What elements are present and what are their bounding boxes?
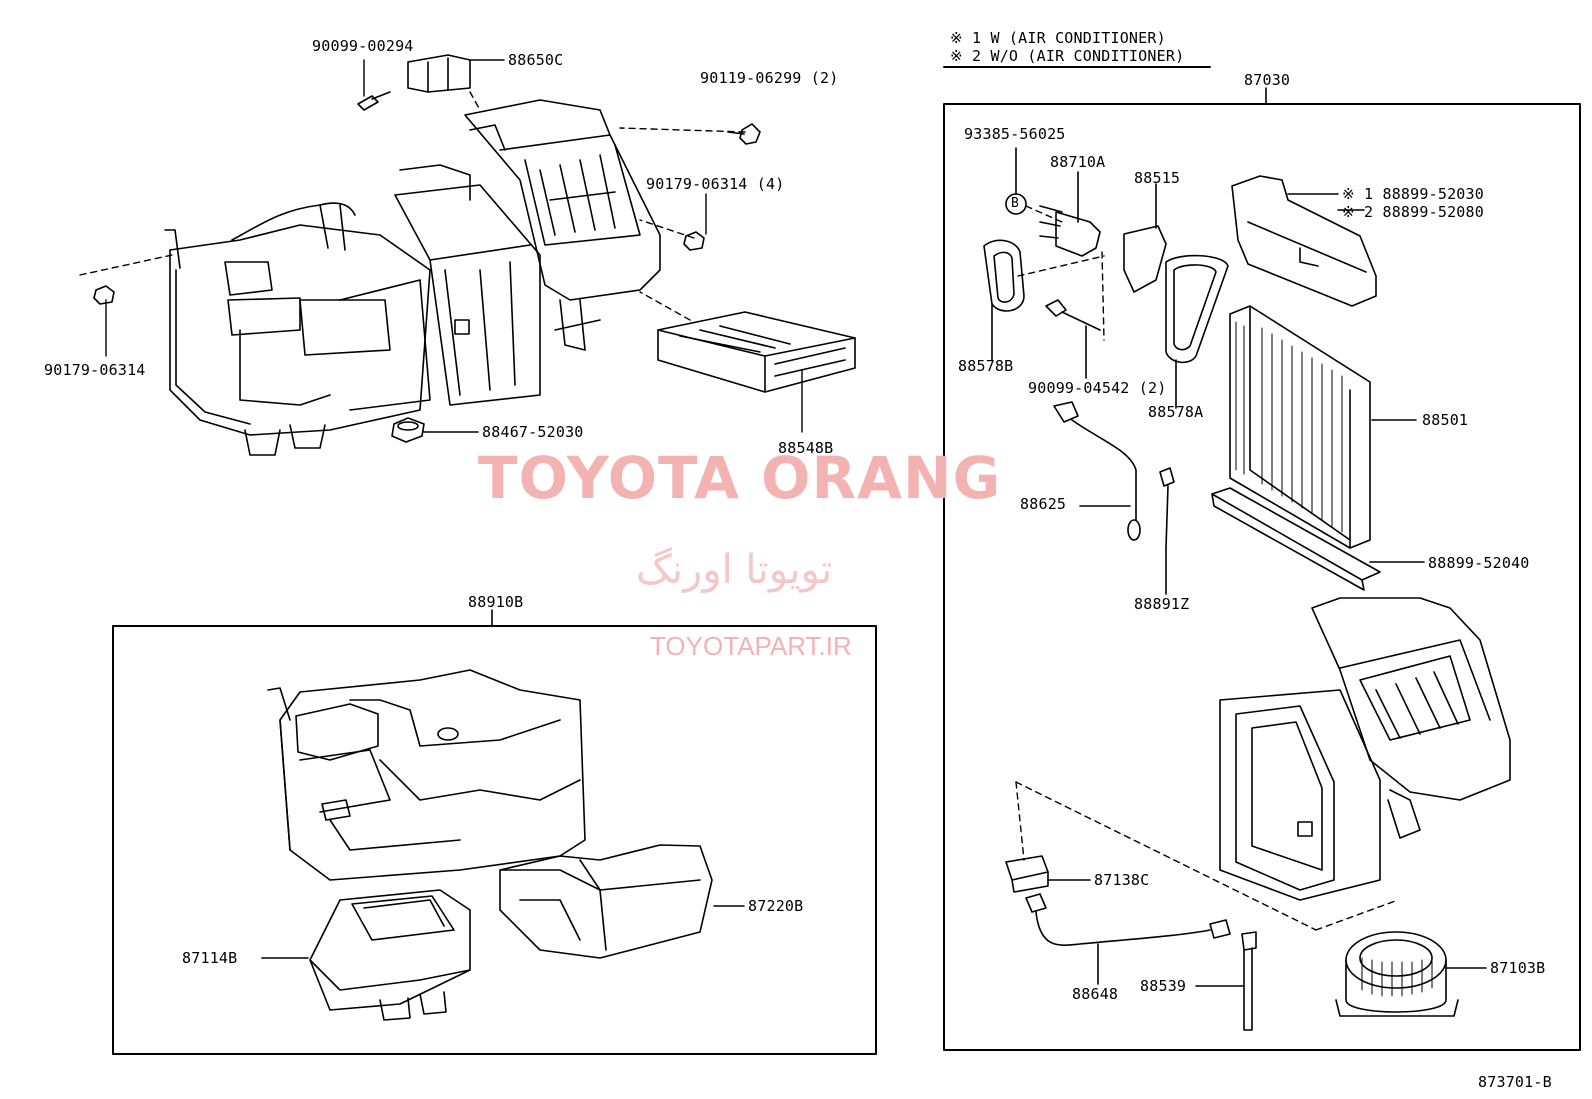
part-label-88899-52080: ※ 2 88899-52080 <box>1342 203 1484 221</box>
fasteners-drawing <box>93 91 761 443</box>
filter-88548b-drawing <box>657 311 856 393</box>
group-label-87030: 87030 <box>1244 71 1291 89</box>
callout-b: B <box>1011 196 1020 211</box>
clip-88650c-drawing <box>407 54 471 93</box>
part-label-90099-00294: 90099-00294 <box>312 37 414 55</box>
assembly-box-87030 <box>943 103 1581 1051</box>
top-left-dashed-leaders <box>79 91 746 321</box>
legend-note-with-ac: ※ 1 W (AIR CONDITIONER) <box>950 29 1166 47</box>
part-label-88891z: 88891Z <box>1134 595 1190 613</box>
diagram-code: 873701-B <box>1478 1073 1552 1091</box>
heater-unit-assembly-drawing <box>164 99 661 456</box>
part-label-88548b: 88548B <box>778 439 834 457</box>
right-box-components-drawing <box>983 147 1511 1031</box>
part-label-88625: 88625 <box>1020 495 1067 513</box>
part-label-87220b: 87220B <box>748 897 804 915</box>
part-label-88501: 88501 <box>1422 411 1469 429</box>
part-label-93385-56025: 93385-56025 <box>964 125 1066 143</box>
assembly-box-88910b <box>112 625 877 1055</box>
part-label-87103b: 87103B <box>1490 959 1546 977</box>
part-label-90099-04542: 90099-04542 (2) <box>1028 379 1167 397</box>
part-label-88515: 88515 <box>1134 169 1181 187</box>
right-box-dashed-leaders <box>1015 205 1399 931</box>
legend-note-without-ac: ※ 2 W/O (AIR CONDITIONER) <box>950 47 1185 65</box>
part-label-88578a: 88578A <box>1148 403 1204 421</box>
part-label-87138c: 87138C <box>1094 871 1150 889</box>
watermark-title: TOYOTA ORANG <box>478 444 1002 512</box>
part-label-88648: 88648 <box>1072 985 1119 1003</box>
part-label-88650c: 88650C <box>508 51 564 69</box>
part-label-90179-06314-4: 90179-06314 (4) <box>646 175 785 193</box>
watermark-persian: تویوتا اورنگ <box>636 547 833 593</box>
part-label-90119-06299: 90119-06299 (2) <box>700 69 839 87</box>
part-label-88467-52030: 88467-52030 <box>482 423 584 441</box>
part-label-88899-52040: 88899-52040 <box>1428 554 1530 572</box>
part-label-90179-06314: 90179-06314 <box>44 361 146 379</box>
lower-box-components-drawing <box>261 669 745 1021</box>
part-label-87114b: 87114B <box>182 949 238 967</box>
watermark-url: TOYOTAPART.IR <box>650 631 852 661</box>
top-left-leaders <box>105 59 803 433</box>
part-label-88578b: 88578B <box>958 357 1014 375</box>
group-label-88910b: 88910B <box>468 593 524 611</box>
part-label-88710a: 88710A <box>1050 153 1106 171</box>
part-label-88899-52030: ※ 1 88899-52030 <box>1342 185 1484 203</box>
part-label-88539: 88539 <box>1140 977 1187 995</box>
